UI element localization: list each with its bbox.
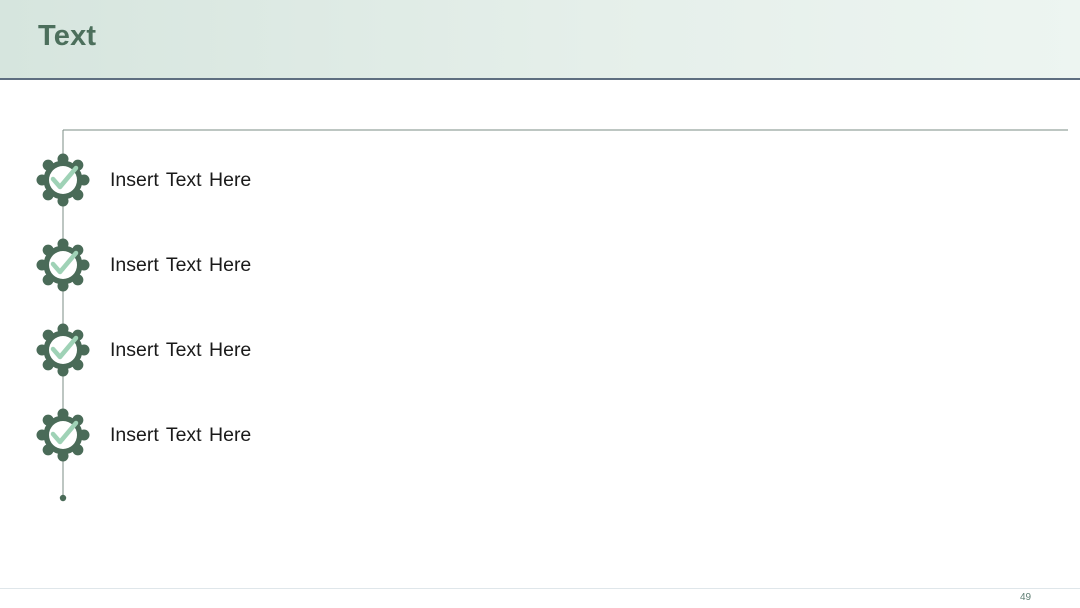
footer-divider — [0, 588, 1080, 589]
gear-check-icon — [37, 239, 90, 292]
timeline-end-dot — [59, 494, 67, 502]
list-item-text: Insert Text Here — [110, 169, 252, 191]
page-number: 49 — [1020, 592, 1032, 603]
list-item-text: Insert Text Here — [110, 254, 252, 276]
slide-title: Text — [38, 20, 97, 52]
gear-check-icon — [37, 154, 90, 207]
title-bar: Text — [0, 0, 1080, 80]
gear-check-icon — [37, 409, 90, 462]
gear-check-icon — [37, 324, 90, 377]
list-item-text: Insert Text Here — [110, 424, 252, 446]
list-item-text: Insert Text Here — [110, 339, 252, 361]
